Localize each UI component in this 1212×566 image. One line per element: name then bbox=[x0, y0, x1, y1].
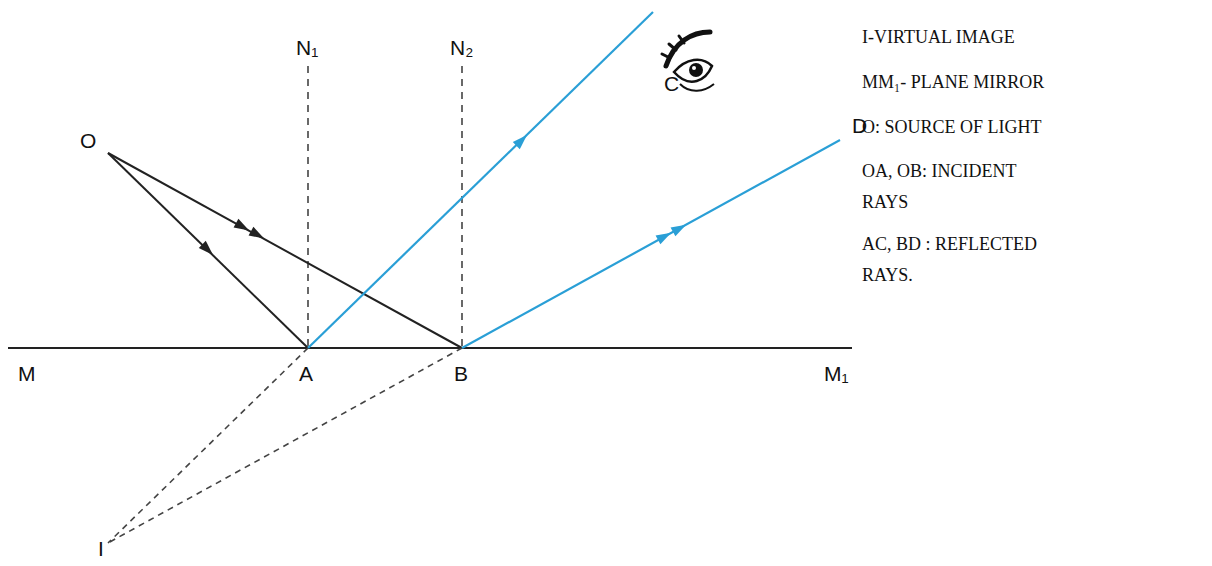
point-label: A bbox=[299, 360, 313, 387]
reflected-ray bbox=[462, 140, 840, 348]
point-label: N₁ bbox=[296, 34, 318, 61]
legend-note: I-VIRTUAL IMAGE bbox=[862, 22, 1015, 53]
point-label: C bbox=[664, 70, 679, 97]
ray-arrowhead bbox=[656, 228, 674, 244]
legend-note: MM₁- PLANE MIRROR bbox=[862, 67, 1044, 98]
ray-arrowhead bbox=[234, 219, 252, 235]
ray-arrowhead bbox=[513, 132, 531, 150]
normal-line bbox=[307, 66, 309, 348]
legend-note: O: SOURCE OF LIGHT bbox=[862, 112, 1042, 143]
point-label: M bbox=[18, 360, 36, 387]
ray-arrowhead bbox=[199, 241, 217, 259]
legend-note: AC, BD : REFLECTED RAYS. bbox=[862, 229, 1062, 291]
virtual-ray bbox=[108, 348, 308, 543]
plane-mirror bbox=[8, 347, 852, 349]
point-label: N₂ bbox=[450, 34, 473, 61]
point-label: O bbox=[80, 127, 96, 154]
ray-arrowhead bbox=[671, 220, 689, 236]
ray-arrowhead bbox=[249, 227, 267, 243]
legend-note: OA, OB: INCIDENT RAYS bbox=[862, 156, 1052, 218]
point-label: B bbox=[454, 360, 468, 387]
incident-ray bbox=[108, 153, 308, 348]
point-label: I bbox=[98, 535, 104, 562]
normal-line bbox=[461, 66, 463, 348]
reflected-ray bbox=[308, 12, 653, 348]
point-label: M₁ bbox=[824, 360, 849, 387]
virtual-ray bbox=[108, 348, 462, 543]
